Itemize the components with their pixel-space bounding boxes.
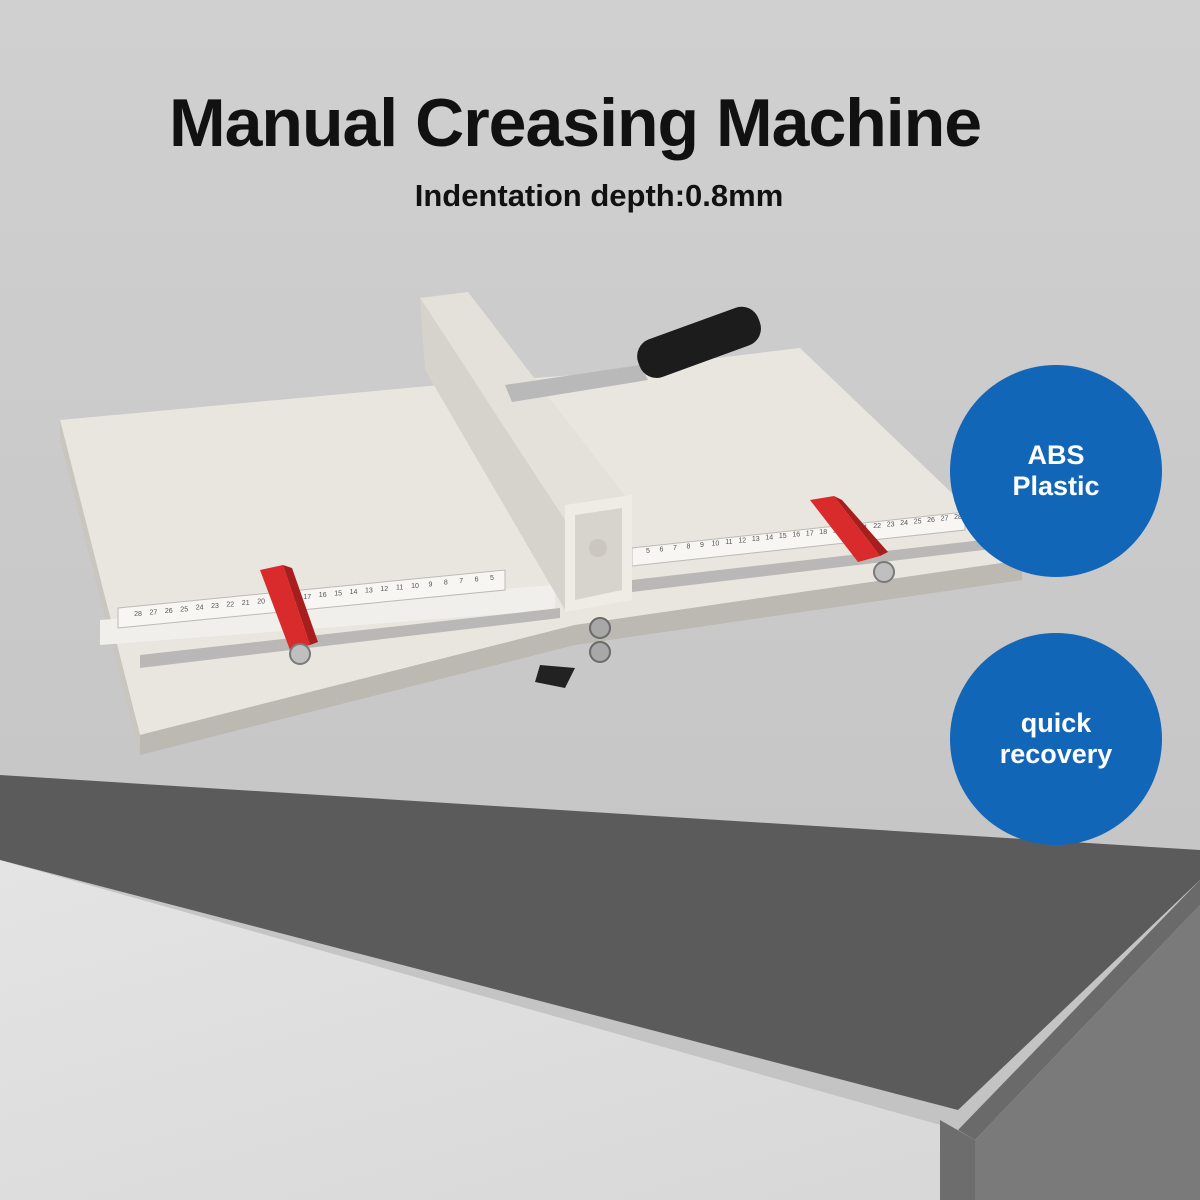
ruler-number: 9 [428,581,432,588]
counter-top [0,860,1200,1200]
ruler-number: 7 [459,578,463,585]
ruler-number: 9 [700,542,704,549]
ruler-number: 17 [806,530,814,537]
ruler-number: 6 [475,577,479,584]
feature-badge-label: ABS Plastic [1012,440,1100,501]
counter-surface [0,775,1200,1200]
knob-2 [589,641,611,663]
ruler-number: 7 [673,545,677,552]
left-rail [140,608,560,668]
right-rail [632,538,1000,592]
ruler-number: 16 [792,532,800,539]
creasing-machine: 2827262524232221201918171615141312111098… [60,292,1022,755]
ruler-number: 6 [660,547,664,554]
ruler-number: 26 [165,608,173,615]
handle-bar [505,365,648,402]
ruler-number: 23 [887,521,895,528]
ruler-number: 8 [686,544,690,551]
ruler-number: 12 [380,586,388,593]
ruler-number: 10 [712,541,720,548]
ruler-number: 10 [411,583,419,590]
center-arm [420,292,632,520]
ruler-number: 22 [226,602,234,609]
ruler-number: 24 [900,520,908,527]
feature-badge-quick-recovery: quick recovery [950,633,1162,845]
ruler-number: 23 [211,603,219,610]
ruler-number: 25 [914,518,922,525]
ruler-number: 11 [396,584,403,591]
ruler-number: 14 [350,589,358,596]
ruler-number: 28 [954,514,962,521]
ruler-number: 15 [779,533,787,540]
ruler-number: 16 [319,592,327,599]
ruler-number: 12 [738,538,746,545]
foot [535,665,575,688]
ruler-number: 22 [873,523,881,530]
ruler-number: 25 [180,606,188,613]
ruler-number: 8 [444,580,448,587]
ruler-number: 18 [819,529,827,536]
right-stop [810,496,895,583]
ruler-number: 14 [765,535,773,542]
ruler-number: 13 [365,588,373,595]
ruler-number: 27 [150,609,158,616]
page-subtitle: Indentation depth:0.8mm [414,178,784,213]
ruler-number: 11 [725,539,732,546]
ruler-number: 20 [257,599,265,606]
counter-edge [0,775,1200,1110]
feature-badge-label: quick recovery [999,708,1113,769]
left-ruler [117,569,506,629]
ruler-number: 17 [303,594,311,601]
ruler-number: 27 [941,516,949,523]
ruler-number: 26 [927,517,935,524]
feature-badge-abs-plastic: ABS Plastic [950,365,1162,577]
base-front-edge [140,560,1022,755]
ruler-number: 5 [646,548,650,555]
ruler-number: 21 [242,600,250,607]
knob-1 [589,617,611,639]
left-stop [260,565,318,665]
ruler-number: 13 [752,536,760,543]
ruler-number: 24 [196,605,204,612]
ruler-number: 5 [490,575,494,582]
handle-grip [637,306,761,378]
ruler-number: 28 [134,611,142,618]
ruler-number: 15 [334,591,342,598]
page-title: Manual Creasing Machine [168,85,982,161]
